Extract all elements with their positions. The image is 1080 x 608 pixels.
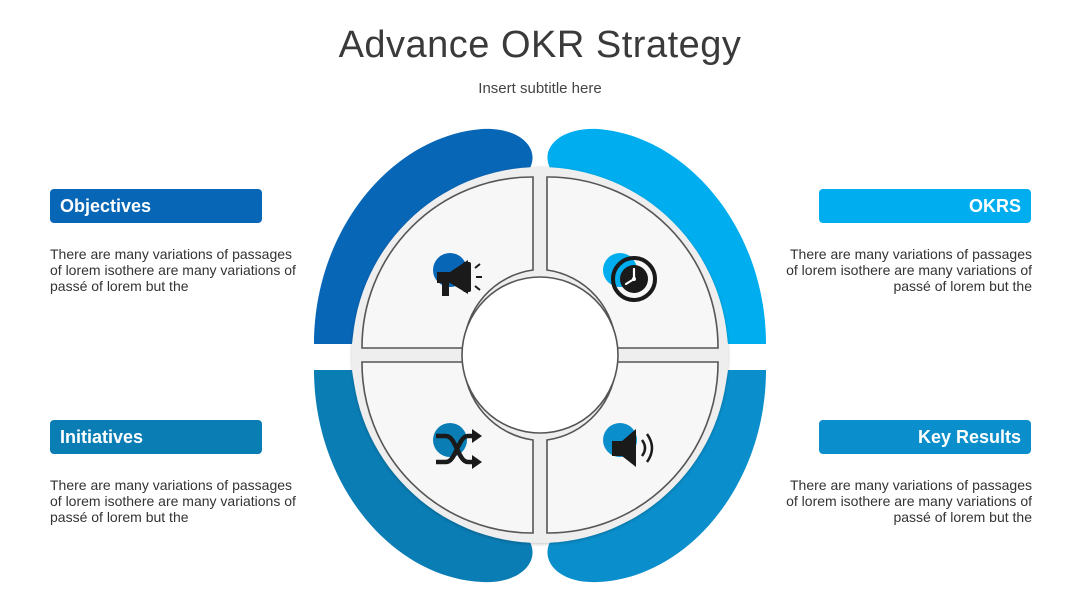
objectives-label: Objectives — [50, 189, 262, 223]
initiatives-label: Initiatives — [50, 420, 262, 454]
initiatives-description: There are many variations of passages of… — [50, 477, 296, 525]
page-title: Advance OKR Strategy — [338, 24, 742, 66]
key-results-description: There are many variations of passages of… — [786, 477, 1032, 525]
speaker-icon — [603, 423, 654, 467]
megaphone-icon — [433, 253, 482, 296]
okrs-description: There are many variations of passages of… — [786, 246, 1032, 294]
shuffle-icon — [433, 423, 482, 469]
center-circle — [461, 276, 619, 434]
okrs-label: OKRS — [819, 189, 1031, 223]
page-subtitle: Insert subtitle here — [478, 80, 602, 97]
objectives-description: There are many variations of passages of… — [50, 246, 296, 294]
clock-icon — [603, 253, 657, 302]
key-results-label: Key Results — [819, 420, 1031, 454]
